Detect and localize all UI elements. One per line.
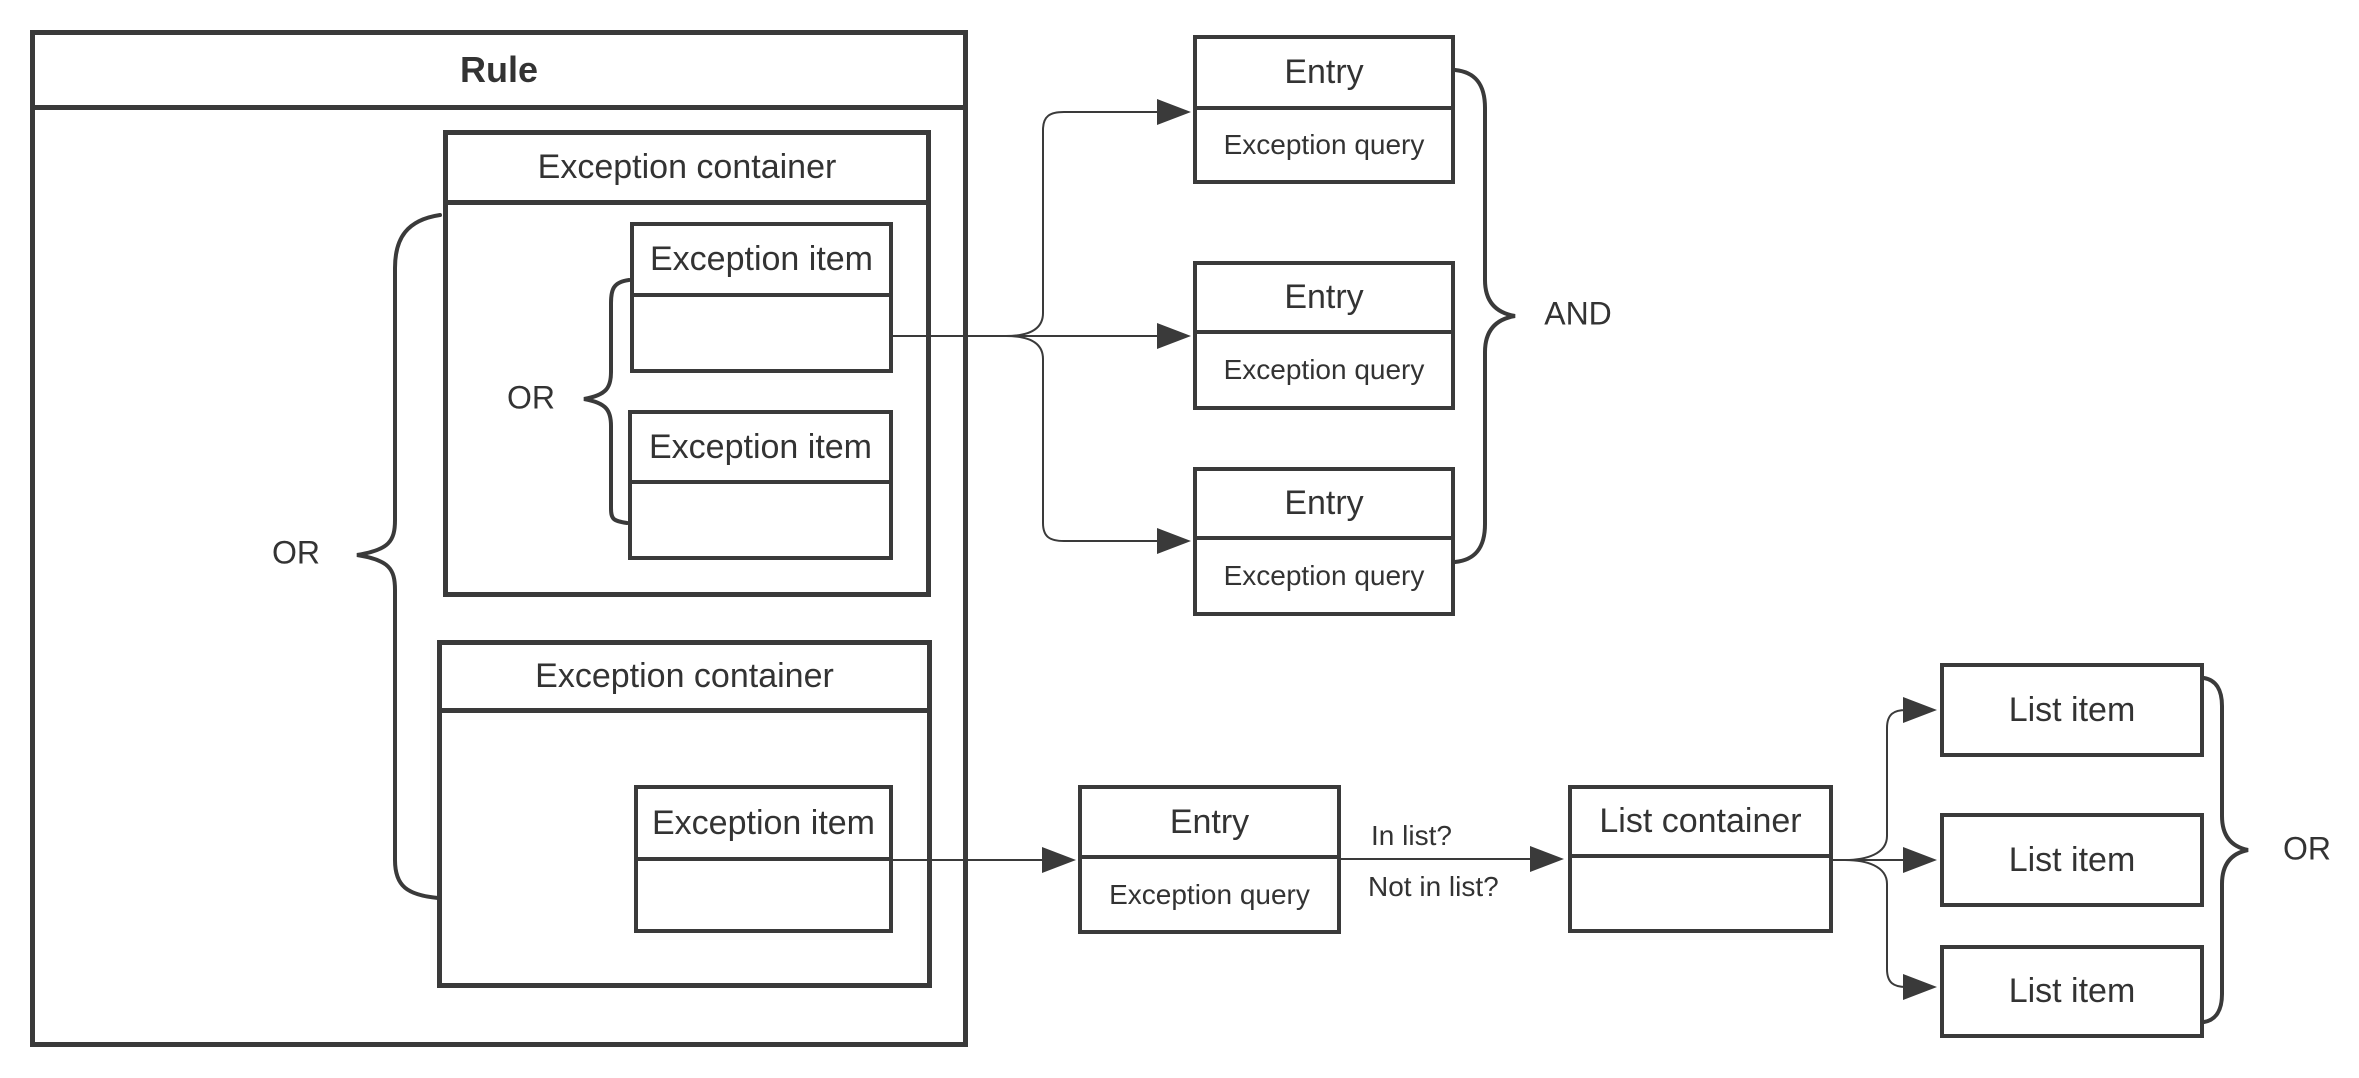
or-label-list-items: OR <box>2283 830 2331 867</box>
list-container-body <box>1572 858 1829 929</box>
not-in-list-label: Not in list? <box>1368 871 1499 902</box>
exception-container-1-title: Exception container <box>537 148 837 186</box>
connector-fork-entries-top <box>1005 111 1157 337</box>
connector-fork-entries-bottom <box>1005 335 1157 542</box>
arrowhead-list-item-1 <box>1903 697 1937 723</box>
list-item-1-title: List item <box>2008 690 2136 729</box>
exception-container-1-header: Exception container <box>448 135 926 205</box>
rule-title: Rule <box>459 49 538 90</box>
list-item-3-title: List item <box>2008 972 2136 1010</box>
entry-box-1: Entry Exception query <box>1193 35 1455 184</box>
rule-header: Rule <box>35 35 963 110</box>
list-item-3: List item <box>1940 945 2204 1038</box>
entry-3-body: Exception query <box>1197 540 1451 612</box>
entry-1-title: Entry <box>1284 53 1364 91</box>
list-item-2-title: List item <box>2008 840 2136 879</box>
exception-item-2-body <box>632 484 889 556</box>
list-item-1: List item <box>1940 663 2204 757</box>
arrowhead-entry-4 <box>1042 847 1076 873</box>
exception-item-3-header: Exception item <box>638 789 889 861</box>
entry-4-title: Entry <box>1169 802 1250 841</box>
arrowhead-list-container <box>1530 846 1564 872</box>
exception-item-1-title: Exception item <box>650 240 873 278</box>
exception-container-2-title: Exception container <box>535 657 834 695</box>
entry-3-title: Entry <box>1284 484 1364 522</box>
arrowhead-entry-3 <box>1157 528 1191 554</box>
entry-box-4: Entry Exception query <box>1078 785 1341 934</box>
connector-fork-list-bottom <box>1844 859 1907 988</box>
list-item-2: List item <box>1940 813 2204 907</box>
exception-item-1-body <box>634 297 889 369</box>
entry-3-header: Entry <box>1197 471 1451 540</box>
in-list-label: In list? <box>1371 820 1452 851</box>
entry-4-query: Exception query <box>1109 878 1310 910</box>
and-brace-entries <box>1453 68 1516 564</box>
or-label-exception-items: OR <box>507 379 555 416</box>
entry-1-header: Entry <box>1197 39 1451 110</box>
entry-2-body: Exception query <box>1197 334 1451 406</box>
list-container-header: List container <box>1572 789 1829 858</box>
entry-box-3: Entry Exception query <box>1193 467 1455 616</box>
arrowhead-entry-1 <box>1157 99 1191 125</box>
exception-item-3-title: Exception item <box>652 803 875 842</box>
exception-item-2-title: Exception item <box>649 427 872 466</box>
exception-item-1: Exception item <box>630 222 893 373</box>
and-label-entries: AND <box>1544 295 1612 332</box>
exception-container-2-header: Exception container <box>442 645 927 713</box>
entry-2-query: Exception query <box>1223 354 1425 385</box>
or-brace-list-items <box>2202 676 2249 1024</box>
exception-item-1-header: Exception item <box>634 226 889 297</box>
entry-2-header: Entry <box>1197 265 1451 334</box>
entry-3-query: Exception query <box>1223 560 1425 591</box>
arrowhead-entry-2 <box>1157 323 1191 349</box>
exception-item-2-header: Exception item <box>632 414 889 484</box>
connector-fork-list-top <box>1844 709 1907 861</box>
entry-4-header: Entry <box>1082 789 1337 859</box>
exception-item-3-body <box>638 861 889 929</box>
arrowhead-list-item-3 <box>1903 974 1937 1000</box>
entry-2-title: Entry <box>1284 278 1364 316</box>
arrowhead-list-item-2 <box>1903 847 1937 873</box>
list-container-title: List container <box>1599 802 1802 840</box>
entry-box-2: Entry Exception query <box>1193 261 1455 410</box>
exception-item-3: Exception item <box>634 785 893 933</box>
exception-item-2: Exception item <box>628 410 893 560</box>
or-label-rule: OR <box>272 534 320 571</box>
list-container-box: List container <box>1568 785 1833 933</box>
entry-1-body: Exception query <box>1197 110 1451 180</box>
entry-1-query: Exception query <box>1223 129 1425 160</box>
entry-4-body: Exception query <box>1082 859 1337 930</box>
